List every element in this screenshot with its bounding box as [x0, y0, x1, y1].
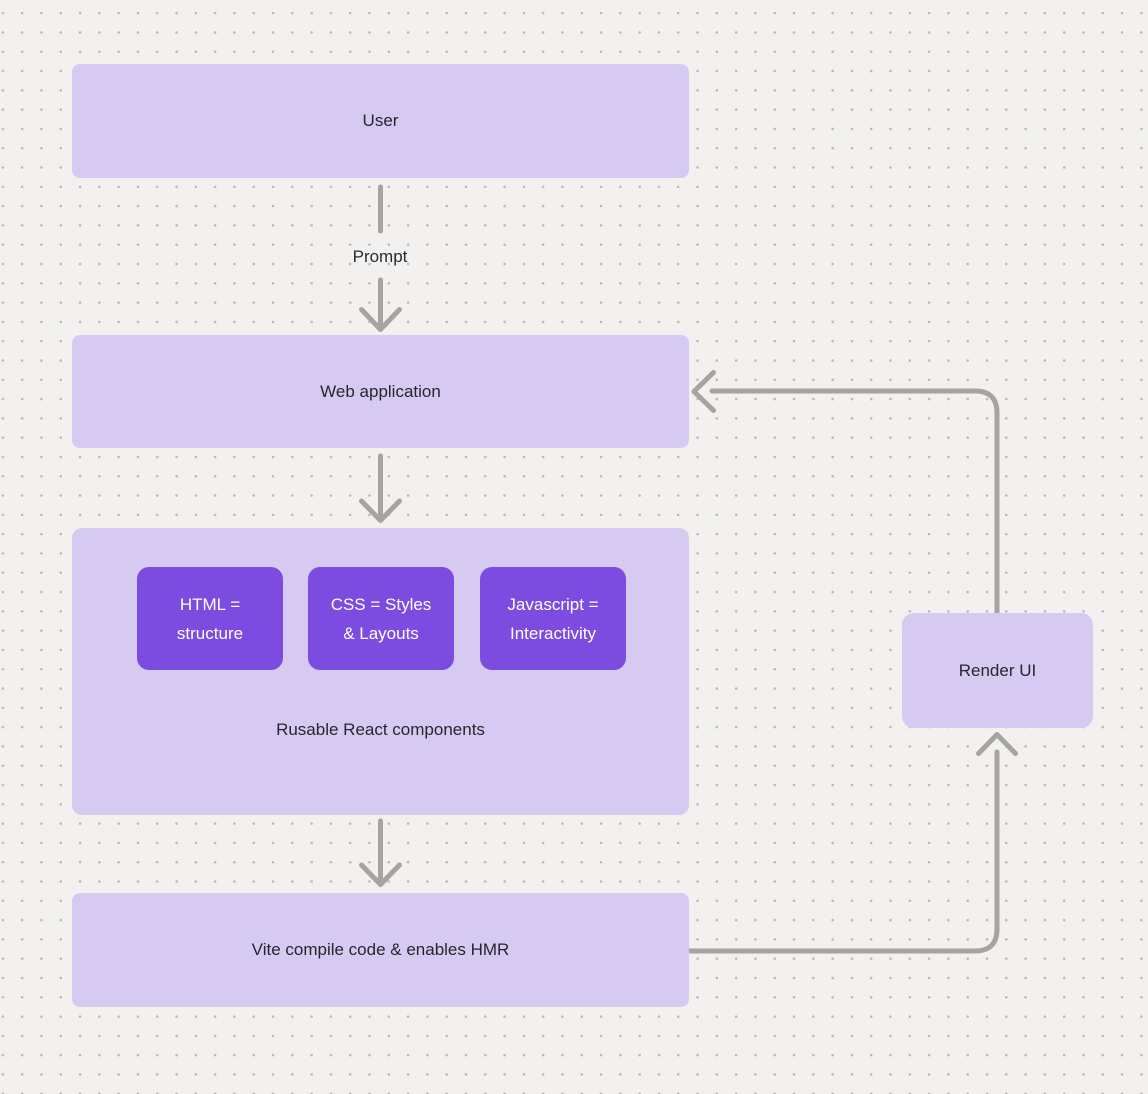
- chip-javascript-line-2: Interactivity: [510, 623, 596, 643]
- components-group-caption: Rusable React components: [276, 720, 485, 739]
- node-web-application-label: Web application: [320, 381, 441, 401]
- chip-css-line-2: & Layouts: [343, 623, 419, 643]
- edge-label-prompt: Prompt: [352, 247, 408, 266]
- node-user-label: User: [362, 111, 399, 130]
- arrow-group-to-vite: [359, 818, 402, 887]
- chip-html-line-2: structure: [176, 623, 244, 643]
- node-vite-label: Vite compile code & enables HMR: [251, 940, 510, 959]
- node-web-application[interactable]: Web application: [72, 335, 689, 448]
- chip-javascript-line-1: Javascript =: [507, 594, 599, 614]
- node-user[interactable]: User: [72, 64, 689, 178]
- chip-html-line-1: HTML =: [179, 594, 241, 614]
- arrow-render-to-webapp: [691, 370, 1000, 615]
- node-vite[interactable]: Vite compile code & enables HMR: [72, 893, 689, 1007]
- node-render-ui-label: Render UI: [958, 660, 1037, 680]
- chip-css-line-1: CSS = Styles: [330, 594, 432, 614]
- node-render-ui[interactable]: Render UI: [902, 613, 1093, 728]
- chip-css[interactable]: CSS = Styles & Layouts: [308, 567, 454, 670]
- arrow-vite-to-render: [687, 732, 1018, 954]
- arrow-webapp-to-group: [359, 453, 402, 523]
- chip-html[interactable]: HTML = structure: [137, 567, 283, 670]
- chip-javascript[interactable]: Javascript = Interactivity: [480, 567, 626, 670]
- node-components-group[interactable]: HTML = structure CSS = Styles & Layouts …: [72, 528, 689, 815]
